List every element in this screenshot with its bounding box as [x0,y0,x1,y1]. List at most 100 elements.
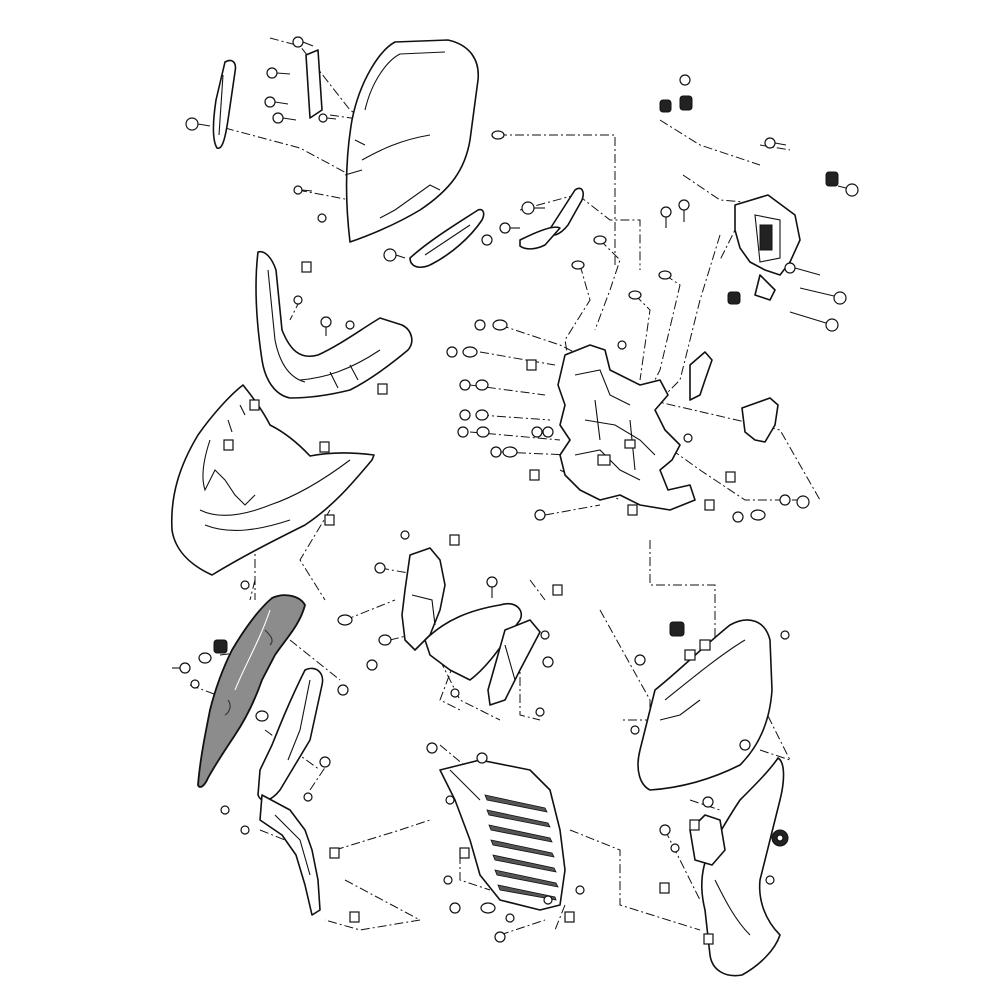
bolt [764,137,787,149]
bolt [499,222,520,234]
bolt [779,494,791,506]
clip-nut [526,359,537,371]
bolt [660,206,672,228]
bolt [240,580,250,590]
left-side-panel-shaded [197,594,306,788]
bolt [320,316,332,336]
washer [593,235,607,245]
fairing-stay-bracket [557,344,696,511]
radiator-grille [439,759,566,911]
washer [475,379,489,391]
bolt [317,213,327,223]
mirror-bracket [734,194,801,301]
bolt [732,511,744,523]
washer [628,290,642,300]
stay-side-arm-right [689,351,779,443]
washer [491,130,505,140]
washer [658,270,672,280]
bolt [400,530,410,540]
grommet [213,639,228,654]
grommet [825,171,839,187]
left-inner-panel [257,667,324,916]
bolt [476,752,488,764]
windscreen-lower-deflector [409,208,485,268]
bolt [531,426,543,438]
bolt [459,379,471,391]
grommet [727,291,741,305]
bolt [318,113,337,123]
bolt [490,446,502,458]
bolt [450,688,460,698]
grille-slats [484,794,559,901]
bolt [799,287,847,305]
clip-nut [459,847,470,859]
washer [462,346,478,358]
clip-nut [301,261,312,273]
bolt [659,824,671,836]
windscreen-mount-bracket [305,49,441,219]
bolt [702,796,714,808]
bolt [345,320,355,330]
clip-nut [223,439,234,451]
bolt [683,433,693,443]
washer [337,614,353,626]
bolt [784,262,821,276]
washer [502,446,518,458]
bolt [443,875,453,885]
bolt [542,656,554,668]
bolt [240,825,250,835]
bolt [521,201,545,215]
washer [480,902,496,914]
washer [476,426,490,438]
right-side-panel [637,619,773,791]
bolt [739,739,751,751]
fasteners [172,36,859,945]
bolt [634,654,646,666]
bolt [293,295,303,305]
bolt [220,805,230,815]
washer [492,319,508,331]
bolt [366,659,378,671]
front-fairing [170,384,375,576]
clip-nut [552,584,563,596]
windscreen-left-deflector [212,59,237,149]
bolt [765,875,775,885]
clip-nut [449,534,460,546]
clip-nut [689,819,700,831]
bolt [670,843,680,853]
bolt [303,792,313,802]
clip-nut [529,469,540,481]
bolt [266,67,291,79]
bolt [780,630,790,640]
washer [198,652,212,664]
bolt [542,426,554,438]
grommet [669,621,685,637]
windscreen-right-deflector [519,187,584,250]
bolt [383,248,406,262]
windscreen [344,39,479,243]
bolt [486,576,498,598]
bolt [630,725,640,735]
washer [255,710,269,722]
bolt [505,913,515,923]
bolt [575,885,585,895]
bolt [679,74,691,86]
bolt [459,409,471,421]
leader-lines [189,37,821,936]
clip-nut [249,399,260,411]
clip-nut [564,911,575,923]
bolt [264,96,289,108]
upper-cowl [255,250,413,399]
washer [750,509,766,521]
bolt [534,509,546,521]
clip-nut [329,847,340,859]
lower-right-cowl [689,757,789,977]
clip-nut [377,383,388,395]
clip-nut [324,514,335,526]
bolt [543,895,553,905]
bolt [190,679,200,689]
bolt [337,684,349,696]
bolt [172,662,191,674]
